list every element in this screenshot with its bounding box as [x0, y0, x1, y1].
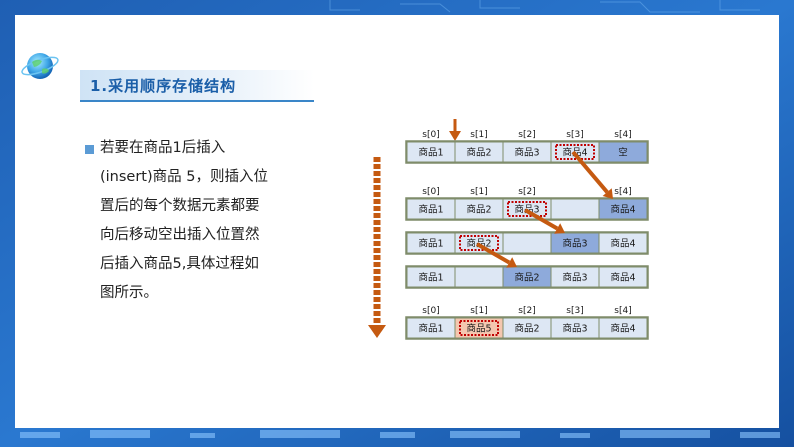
- cell-label: 商品2: [466, 204, 491, 216]
- index-label: s[0]: [422, 306, 439, 316]
- index-label: s[1]: [470, 306, 487, 316]
- shift-arrow-icon: [506, 257, 517, 268]
- array-cell: [598, 266, 648, 288]
- insertion-diagram: 商品1 s[0] 商品2 s[1] 商品3 s[2] 商品4 s[3] 空 s[4] 商品1 s[0]…: [368, 119, 649, 340]
- paragraph-line: 向后移动空出插入位置然: [100, 227, 260, 243]
- cell-label: 空: [618, 147, 628, 159]
- cell-label: 商品4: [610, 238, 635, 250]
- highlight-box: [555, 144, 595, 160]
- cell-label: 商品1: [418, 238, 443, 250]
- index-label: s[1]: [470, 130, 487, 140]
- paragraph-line: (insert)商品 5，则插入位: [100, 169, 268, 185]
- paragraph-line: 若要在商品1后插入: [100, 140, 226, 156]
- index-label: s[2]: [518, 306, 535, 316]
- shift-arrow-shaft: [571, 150, 609, 194]
- highlight-box: [507, 201, 547, 217]
- array-row: [405, 140, 649, 164]
- highlight-box: [459, 235, 499, 251]
- array-row: [405, 316, 649, 340]
- index-label: s[3]: [566, 130, 583, 140]
- index-label: s[1]: [470, 187, 487, 197]
- section-header: 1.采用顺序存储结构: [80, 70, 314, 102]
- index-label: s[2]: [518, 187, 535, 197]
- index-label: s[0]: [422, 130, 439, 140]
- bullet-square-icon: [85, 145, 94, 154]
- section-title: 1.采用顺序存储结构: [90, 77, 237, 95]
- array-row: [405, 265, 649, 289]
- down-arrow-icon: [368, 325, 386, 338]
- index-label: s[4]: [614, 187, 631, 197]
- paragraph-line: 后插入商品5,具体过程如: [100, 256, 259, 272]
- index-label: s[3]: [566, 306, 583, 316]
- cell-label: 商品1: [418, 272, 443, 284]
- paragraph-line: 图所示。: [100, 285, 158, 301]
- globe-icon: [21, 53, 59, 79]
- cell-label: 商品2: [514, 272, 539, 284]
- cell-label: 商品5: [466, 323, 491, 335]
- array-cell: [598, 232, 648, 254]
- array-row: [405, 231, 649, 255]
- cell-label: 商品4: [610, 204, 635, 216]
- description-paragraph: 若要在商品1后插入 (insert)商品 5，则插入位 置后的每个数据元素都要 …: [100, 134, 310, 308]
- array-cell: [598, 317, 648, 339]
- cell-label: 商品4: [610, 323, 635, 335]
- shift-arrow-shaft: [476, 242, 511, 265]
- cell-label: 商品2: [466, 147, 491, 159]
- shift-arrow-icon: [602, 188, 613, 199]
- array-cell: [454, 266, 504, 288]
- shift-arrow-icon: [554, 223, 565, 234]
- cell-label: 商品3: [562, 272, 587, 284]
- array-cell: [598, 141, 648, 163]
- index-label: s[2]: [518, 130, 535, 140]
- index-label: s[0]: [422, 187, 439, 197]
- array-cell: [598, 198, 648, 220]
- paragraph-line: 置后的每个数据元素都要: [100, 198, 260, 214]
- cell-label: 商品1: [418, 323, 443, 335]
- index-label: s[4]: [614, 130, 631, 140]
- cell-label: 商品3: [562, 323, 587, 335]
- index-label: s[4]: [614, 306, 631, 316]
- cell-label: 商品1: [418, 147, 443, 159]
- array-cell: [502, 232, 552, 254]
- cell-label: 商品3: [514, 147, 539, 159]
- shift-arrow-shaft: [524, 208, 559, 231]
- cell-label: 商品3: [562, 238, 587, 250]
- array-cell: [550, 198, 600, 220]
- array-row: [405, 197, 649, 221]
- insert-arrow-icon: [449, 131, 461, 141]
- cell-label: 商品4: [610, 272, 635, 284]
- highlight-box: [459, 320, 499, 336]
- cell-label: 商品1: [418, 204, 443, 216]
- cell-label: 商品2: [514, 323, 539, 335]
